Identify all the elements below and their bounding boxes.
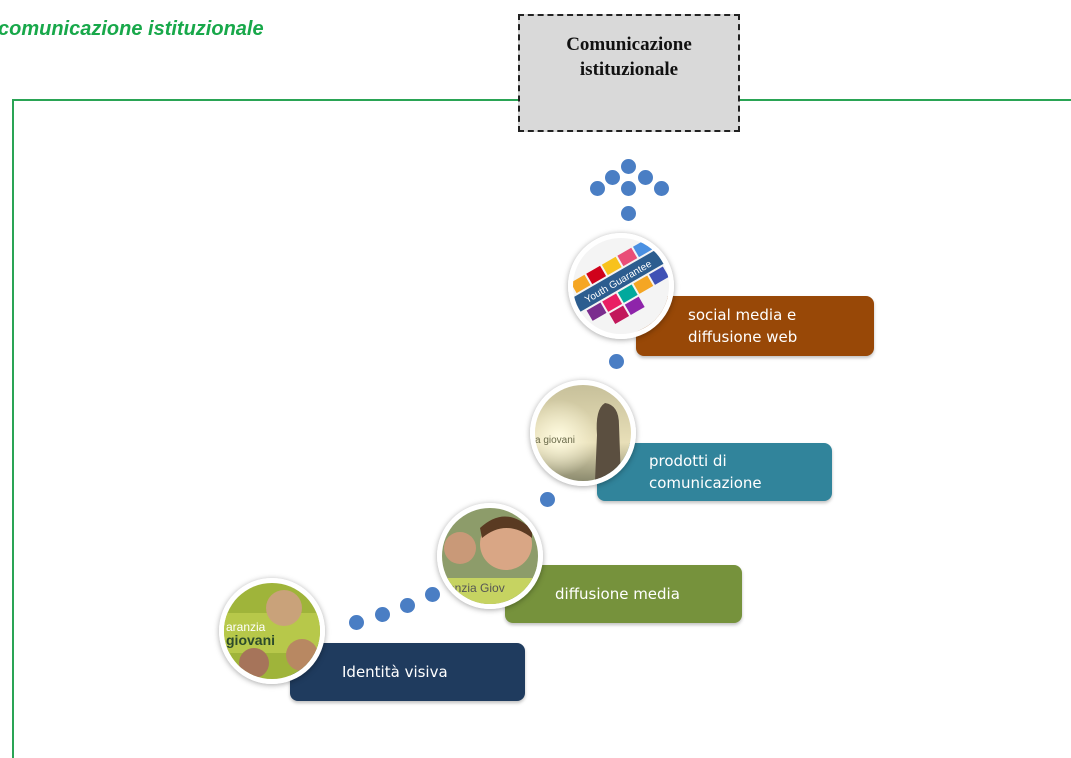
photo-caption-1: aranzia — [226, 620, 266, 634]
arrow-dot — [621, 206, 636, 221]
connector-dot — [540, 492, 555, 507]
step-prodotti-label: prodotti di comunicazione — [597, 443, 832, 501]
connector-dot — [349, 615, 364, 630]
title-box-line-2: istituzionale — [579, 59, 679, 80]
step-label-text: prodotti di comunicazione — [649, 452, 762, 492]
step-label-text: diffusione media — [555, 585, 680, 603]
photo-caption-1: ranzia Giov — [444, 581, 505, 595]
connector-dot — [425, 587, 440, 602]
photo-caption-2: giovani — [226, 632, 275, 648]
step-diffusione-media-photo: ranzia Giov — [437, 503, 543, 609]
connector-dot — [375, 607, 390, 622]
photo-image: ranzia Giov — [442, 508, 538, 604]
step-prodotti-photo: a giovani — [530, 380, 636, 486]
frame-top-border-right — [740, 99, 1071, 101]
title-box-line-1: Comunicazione — [566, 34, 692, 55]
connector-dot — [400, 598, 415, 613]
arrow-dot — [605, 170, 620, 185]
step-identita-visiva-label: Identità visiva — [290, 643, 525, 701]
step-social-media-label: social media e diffusione web — [636, 296, 874, 356]
step-identita-visiva-photo: aranzia giovani — [219, 578, 325, 684]
arrow-dot — [654, 181, 669, 196]
photo-image: a giovani — [535, 385, 631, 481]
photo-caption-1: a giovani — [535, 435, 575, 446]
step-social-media-photo: Youth Guarantee — [568, 233, 674, 339]
title-box: Comunicazione istituzionale — [518, 14, 740, 132]
photo-image: Youth Guarantee — [573, 238, 669, 334]
step-label-text: Identità visiva — [342, 663, 448, 681]
connector-dot — [609, 354, 624, 369]
step-diffusione-media-label: diffusione media — [505, 565, 742, 623]
frame-top-border-left — [12, 99, 518, 101]
step-label-text: social media e diffusione web — [688, 306, 798, 346]
arrow-dot — [590, 181, 605, 196]
frame-left-border — [12, 99, 14, 758]
arrow-dot — [621, 181, 636, 196]
arrow-dot — [621, 159, 636, 174]
photo-image: aranzia giovani — [224, 583, 320, 679]
section-heading: comunicazione istituzionale — [0, 18, 264, 40]
arrow-dot — [638, 170, 653, 185]
